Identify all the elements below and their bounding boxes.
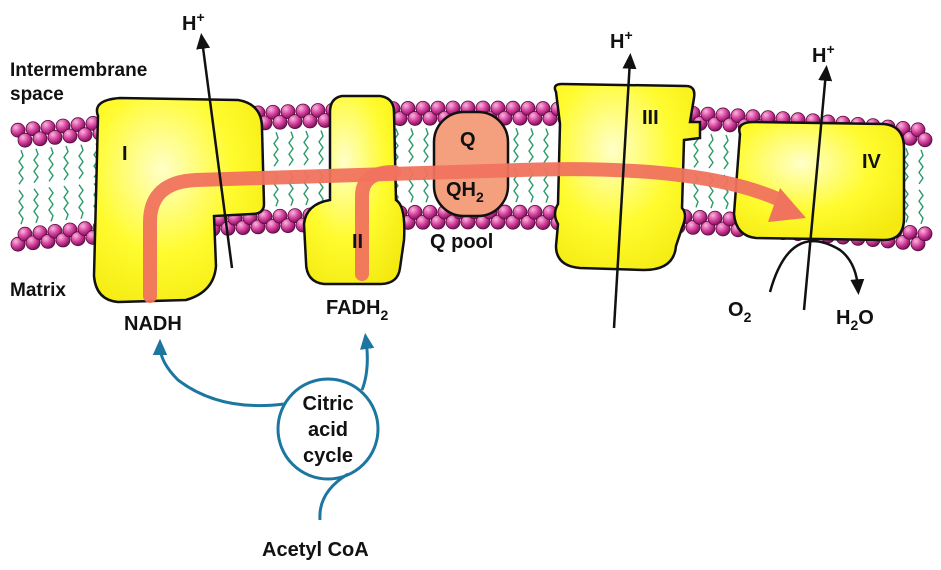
nadh-label: NADH [124,313,182,335]
o2-label: O2 [728,299,752,325]
lipid-tail [273,131,279,167]
lipid-tail [423,128,429,163]
lipid-tail [903,187,909,223]
lipid-tail [723,134,729,170]
lipid-head [902,224,918,240]
lipid-tail [18,189,24,225]
lipid-head [287,114,303,129]
lipid-tail [18,149,24,185]
complex-1 [92,96,266,304]
lipid-tail [48,147,54,182]
citric-label-line2: acid [308,419,348,441]
lipid-tail [408,128,414,163]
lipid-head [407,111,423,126]
lipid-head [917,132,933,148]
lipid-head [287,208,303,223]
lipid-head [692,210,708,225]
proton-arrow-icon [802,65,833,311]
lipid-tail [33,148,39,184]
lipid-tail [903,148,909,183]
lipid-head [512,110,528,126]
lipid-head [17,132,33,148]
lipid-head [422,204,438,220]
lipid-tail [513,127,519,163]
lipid-head [302,113,318,129]
lipid-tail [288,131,294,167]
lipid-head [422,110,438,126]
lipid-tail [48,186,54,222]
cycle-arrow-icon [152,332,380,521]
lipid-head [707,210,723,226]
proton-label-4: H+ [812,41,835,67]
q-pool-label: Q pool [430,231,493,253]
proton-label-3: H+ [610,27,633,53]
lipid-tail [63,145,69,181]
complex-3-label: III [642,107,659,129]
citric-label-line3: cycle [303,445,353,467]
lipid-head [62,128,78,144]
lipid-head [32,131,48,147]
lipid-tail [63,185,69,221]
proton-arrow-icon [196,33,234,269]
lipid-tail [528,128,534,163]
lipid-tail [393,128,399,164]
complex-1-label: I [122,143,128,165]
oxygen-reduction-arrow-icon [768,239,865,295]
electron-flow-arrow-icon [143,162,806,303]
proton-label-1: H+ [182,9,205,35]
lipid-head [77,127,93,143]
lipid-tail [78,144,84,180]
qh2-label: QH2 [446,179,484,205]
lipid-head [407,205,423,220]
citric-label-line1: Citric [302,393,353,415]
intermembrane-label-line1: Intermembrane [10,60,147,81]
lipid-head [272,208,288,224]
lipid-tail [918,149,924,185]
complex-4-label: IV [862,151,882,173]
lipid-head [47,129,63,145]
lipid-tail [78,184,84,219]
lipid-head [917,226,933,242]
lipid-tail [303,130,309,166]
complex-2 [302,94,406,286]
acetyl-coa-label: Acetyl CoA [262,539,369,561]
q-label: Q [460,129,476,151]
lipid-head [272,114,288,130]
lipid-head [527,204,543,220]
lipid-tail [318,130,324,165]
intermembrane-label-line2: space [10,84,64,105]
h2o-label: H2O [836,307,874,333]
lipid-tail [918,189,924,225]
complex-2-label: II [352,231,363,253]
lipid-head [527,110,543,126]
lipid-head [542,111,558,126]
proton-arrow-icon [612,53,637,329]
lipid-head [497,204,513,220]
fadh2-label: FADH2 [326,297,388,323]
lipid-tail [543,128,549,163]
lipid-head [512,204,528,220]
matrix-label: Matrix [10,280,66,301]
lipid-tail [33,188,39,223]
lipid-tail [708,133,714,169]
